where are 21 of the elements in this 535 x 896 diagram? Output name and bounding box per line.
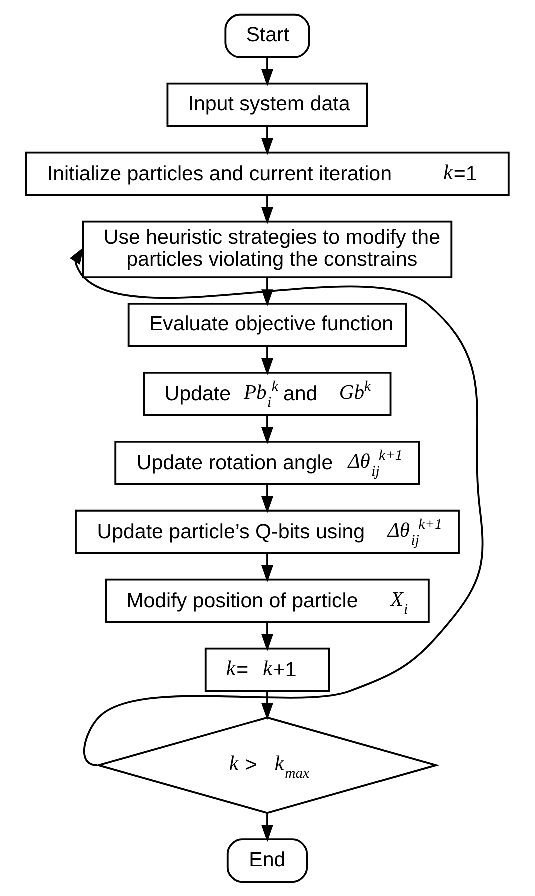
node-box: Input system data (166, 82, 368, 127)
node-box: Update Pb$_{i}$$^{k}$ and Gb$^{k}$ (143, 371, 392, 416)
node-box: Initialize particles and current iteration k=1 (25, 151, 510, 196)
node-box: Use heuristic strategies to modify the particles violating the constrains (82, 220, 453, 278)
arrow (70, 246, 484, 766)
arrow (262, 484, 274, 514)
node-box: Start (224, 13, 310, 58)
node-box: Modify position of particle X$_{i}$ (105, 578, 430, 623)
arrow (262, 346, 274, 376)
node-diamond: k >k$_{max}$ (95, 716, 440, 814)
node-box: Evaluate objective function (128, 302, 408, 347)
arrow (262, 553, 274, 582)
arrow (262, 57, 274, 86)
node-box: k=k+1 (204, 647, 330, 692)
node-box: End (226, 838, 308, 883)
arrow (262, 622, 274, 651)
arrow (262, 194, 274, 224)
arrow (262, 415, 274, 444)
arrow (262, 691, 274, 720)
arrow (262, 126, 274, 155)
arrow (262, 812, 274, 842)
